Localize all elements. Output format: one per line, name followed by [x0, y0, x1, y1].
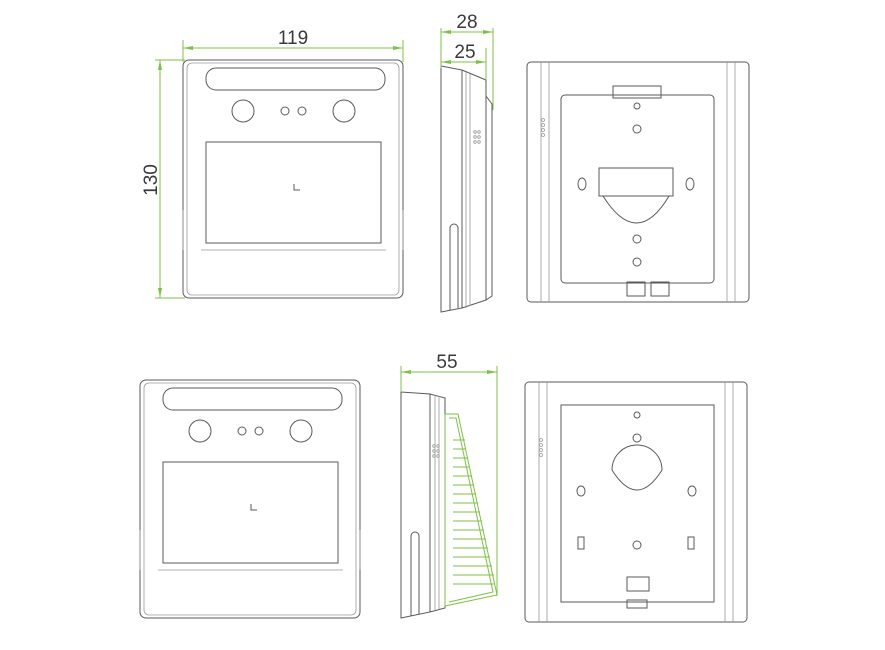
side-view-top [440, 65, 493, 313]
back-view-top [526, 61, 750, 303]
depth-total-label: 28 [456, 12, 477, 33]
side-view-with-bracket [400, 391, 498, 619]
front-view-top [182, 59, 404, 299]
height-dimension: 130 [141, 59, 185, 299]
depth-bracket-label: 55 [436, 352, 457, 373]
width-label: 119 [278, 28, 308, 49]
bracket-vent-slots [453, 439, 495, 585]
depth-body-label: 25 [454, 42, 475, 63]
depth-dimension-28: 28 [440, 12, 494, 110]
width-dimension: 119 [182, 28, 404, 62]
back-view-bottom [524, 381, 748, 623]
depth-dimension-55: 55 [400, 352, 498, 596]
height-label: 130 [141, 164, 162, 196]
front-view-bottom [139, 379, 361, 619]
depth-dimension-25: 25 [441, 42, 487, 80]
